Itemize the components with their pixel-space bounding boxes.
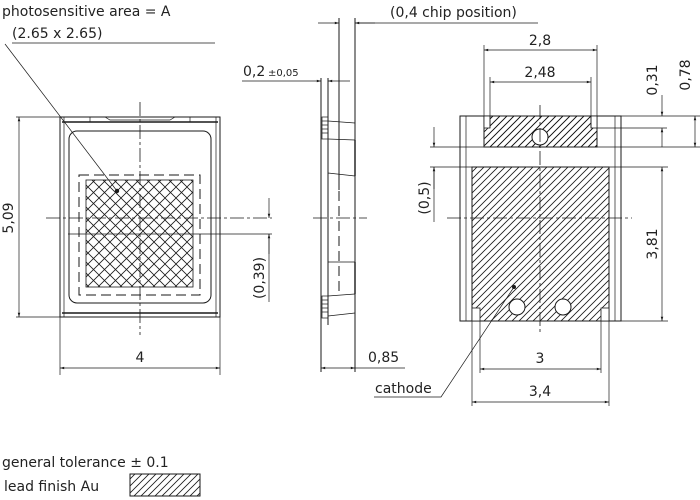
- cathode-leader: [374, 286, 515, 398]
- bottom-view: 2,8 2,48 0,31 0,78 (0,5) 3,81 3: [374, 33, 700, 406]
- lead-finish-note: lead finish Au: [4, 479, 99, 495]
- lead-top: [321, 116, 329, 140]
- dim-gap: (0,5): [417, 181, 433, 214]
- dim-top-pad-height: 0,78: [678, 59, 694, 90]
- side-view: (0,4 chip position) 0,2 ±0,05 0,85: [242, 5, 538, 372]
- cathode-via-left: [508, 298, 526, 316]
- cathode-via-right: [554, 298, 572, 316]
- chip-outline: [78, 174, 201, 296]
- dim-bottom-pad-inner: 3: [536, 351, 545, 367]
- dim-lead-thickness: 0,2: [243, 64, 265, 80]
- dim-depth: 0,85: [368, 350, 399, 366]
- top-view: photosensitive area = A (2.65 x 2.65) 5,…: [1, 4, 272, 375]
- dim-bottom-pad-height: 3,81: [645, 228, 661, 259]
- dim-offset: (0,39): [252, 257, 268, 299]
- notes: general tolerance ± 0.1 lead finish Au: [2, 455, 201, 497]
- lead-bottom: [321, 295, 329, 319]
- dim-top-pad-outer: 2,8: [529, 33, 551, 49]
- dim-notch: 0,31: [645, 64, 661, 95]
- dim-lead-tolerance: ±0,05: [268, 68, 299, 79]
- dim-bottom-pad-outer: 3,4: [529, 384, 551, 400]
- cathode-pad: [471, 166, 610, 322]
- lead-finish-hatch-swatch: [129, 473, 201, 497]
- photosensitive-area-label: photosensitive area = A: [2, 4, 171, 20]
- tolerance-note: general tolerance ± 0.1: [2, 455, 169, 471]
- dim-width: 4: [136, 350, 145, 366]
- photosensitive-area-size: (2.65 x 2.65): [12, 26, 102, 42]
- dim-chip-position: (0,4 chip position): [390, 5, 517, 21]
- photosensitive-area: [85, 179, 194, 288]
- dim-height: 5,09: [1, 202, 17, 233]
- cathode-label: cathode: [375, 381, 432, 397]
- dim-top-pad-inner: 2,48: [524, 65, 555, 81]
